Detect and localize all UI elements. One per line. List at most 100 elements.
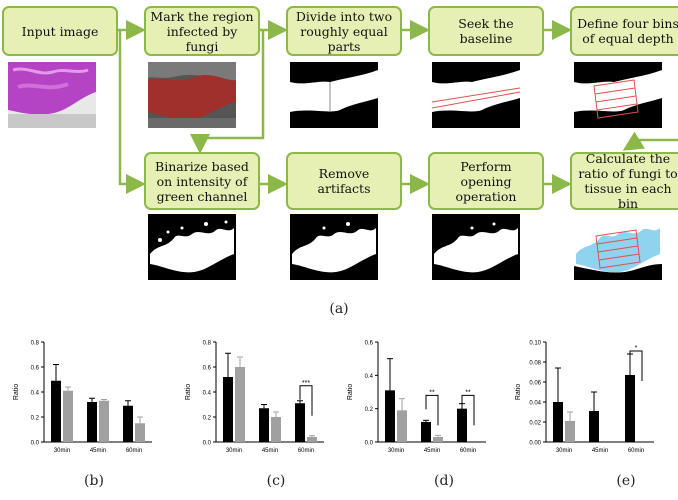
bar [271,417,281,442]
bar [223,377,233,442]
step-label: Define four bins of equal depth [577,16,678,46]
y-tick-label: 0.6 [203,366,212,372]
figure-caption-d: (d) [434,473,454,489]
y-tick-label: 0.4 [203,391,212,397]
significance-label: *** [302,380,310,387]
y-tick-label: 0.02 [529,421,541,427]
bar [135,423,145,442]
bar [433,437,443,442]
bar [51,380,61,442]
y-tick-label: 0.8 [203,341,212,347]
x-tick-label: 45min [424,448,440,454]
x-tick-label: 60min [628,448,644,454]
figure-caption-c: (c) [266,473,286,489]
bar [397,410,407,442]
ratio-image [574,214,662,280]
step-baseline: Seek the baseline [428,6,544,56]
baseline-image [432,62,520,128]
bar [99,400,109,442]
x-tick-label: 45min [262,448,278,454]
x-tick-label: 45min [90,448,106,454]
y-axis-label: Ratio [13,384,20,400]
step-label: Binarize based on intensity of green cha… [155,158,249,204]
significance-label: ** [465,389,471,396]
bar [457,408,467,442]
bar [123,405,133,442]
step-label: Divide into two roughly equal parts [295,8,393,54]
step-remove-artifacts: Remove artifacts [286,152,402,210]
step-define-bins: Define four bins of equal depth [570,6,678,56]
x-tick-label: 60min [460,448,476,454]
y-tick-label: 0.00 [529,441,541,447]
y-axis-label: Ratio [347,384,354,400]
y-tick-label: 0.2 [365,407,374,413]
y-tick-label: 0.6 [31,366,40,372]
bar [421,422,431,442]
significance-label: ** [429,389,435,396]
step-input-image: Input image [2,6,118,56]
bins-image [574,62,662,128]
figure-caption-b: (b) [84,473,104,489]
bar [553,402,563,442]
y-tick-label: 0.08 [529,361,541,367]
arrow-input-to-binarize [118,30,146,194]
bar [565,421,575,442]
x-tick-label: 30min [54,448,70,454]
step-label: Remove artifacts [317,166,371,196]
step-mark-region: Mark the region infected by fungi [144,6,260,56]
step-label: Input image [21,23,99,39]
significance-bracket [425,394,439,426]
x-tick-label: 60min [126,448,142,454]
y-tick-label: 0.0 [365,441,374,447]
x-tick-label: 60min [298,448,314,454]
y-tick-label: 0.6 [365,341,374,347]
bar [295,403,305,442]
bar [625,375,635,442]
y-tick-label: 0.2 [31,416,40,422]
x-tick-label: 30min [556,448,572,454]
artifacts-removed-image [290,214,378,280]
y-tick-label: 0.4 [31,391,40,397]
bar [259,408,269,442]
y-tick-label: 0.8 [31,341,40,347]
significance-bracket [299,385,313,416]
divided-image [290,62,378,128]
y-tick-label: 0.06 [529,381,541,387]
step-label: Perform opening operation [455,158,517,204]
step-calc-ratio: Calculate the ratio of fungi to tissue i… [570,151,678,211]
marked-region-image [148,62,236,128]
significance-label: * [635,345,638,352]
step-binarize: Binarize based on intensity of green cha… [144,152,260,210]
binarized-image [148,214,236,280]
bar [235,367,245,442]
significance-bracket [461,394,475,426]
step-divide: Divide into two roughly equal parts [286,6,402,56]
y-axis-label: Ratio [185,384,192,400]
significance-bracket [629,350,643,381]
x-tick-label: 30min [388,448,404,454]
step-label: Seek the baseline [458,16,514,46]
y-tick-label: 0.4 [365,374,374,380]
y-tick-label: 0.10 [529,341,541,347]
opening-image [432,214,520,280]
y-tick-label: 0.0 [31,441,40,447]
x-tick-label: 30min [226,448,242,454]
bar [63,390,73,442]
step-opening: Perform opening operation [428,152,544,210]
y-tick-label: 0.04 [529,401,541,407]
arrow-mark-to-binarize [190,30,265,154]
step-label: Mark the region infected by fungi [150,8,254,54]
y-tick-label: 0.2 [203,416,212,422]
bar [307,437,317,442]
step-label: Calculate the ratio of fungi to tissue i… [578,151,678,211]
bar [87,402,97,442]
y-tick-label: 0.0 [203,441,212,447]
input-tissue-image [8,62,96,128]
figure-caption-e: (e) [616,473,636,489]
bar [589,411,599,442]
